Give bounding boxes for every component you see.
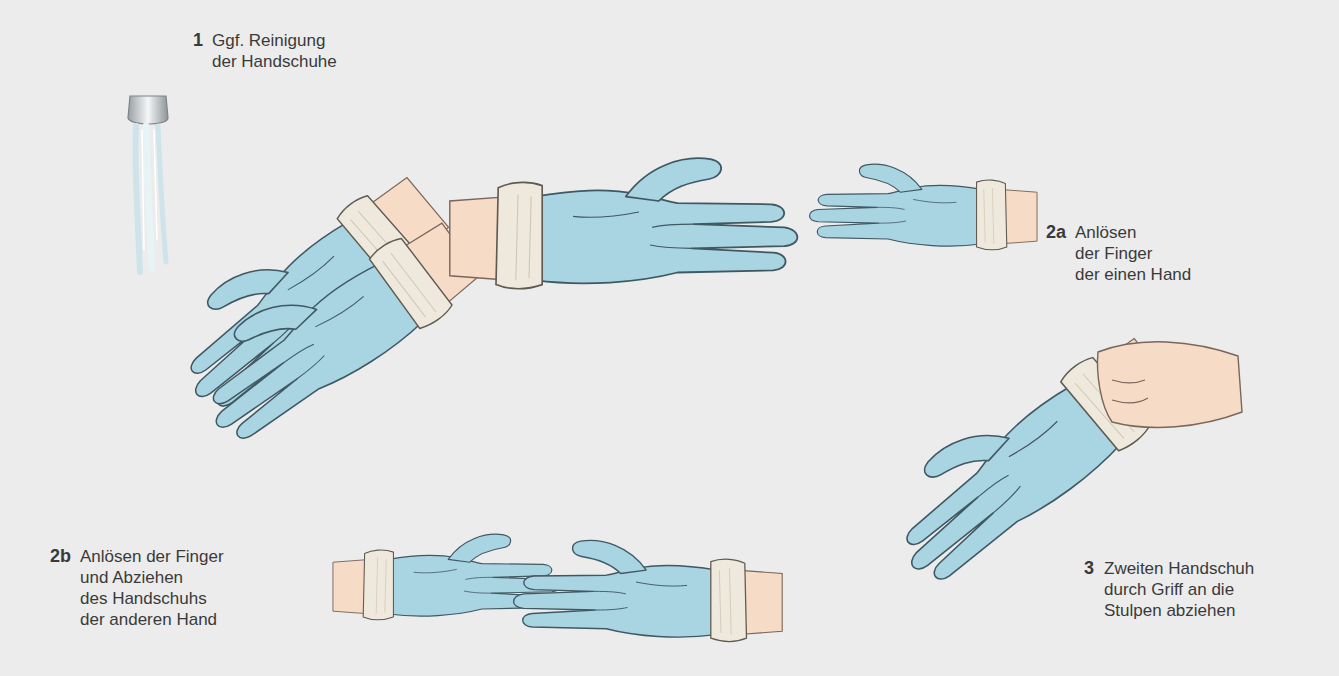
step-2a-scene <box>450 158 1037 288</box>
step-caption: Ggf. Reinigung der Handschuhe <box>212 30 337 72</box>
text-line: Anlösen <box>1075 222 1191 243</box>
finger-lines <box>1112 380 1148 403</box>
callout-number: 2a <box>1046 222 1066 243</box>
text-line: des Handschuhs <box>80 588 224 609</box>
text-line: 2b <box>50 546 71 567</box>
text-line: der anderen Hand <box>80 609 224 630</box>
text-line: und Abziehen <box>80 567 224 588</box>
gloved-hand <box>177 193 486 461</box>
step-3-scene <box>867 309 1242 603</box>
text-line: 2a <box>1046 222 1066 243</box>
bare-hand <box>1098 342 1242 428</box>
step-2b-scene <box>333 534 782 641</box>
gloved-hand <box>450 158 798 288</box>
step-caption: Anlösen der Finger und Abziehen des Hand… <box>80 546 224 630</box>
text-line: Anlösen der Finger <box>80 546 224 567</box>
gloved-hand <box>514 540 783 641</box>
water-stream <box>135 126 166 272</box>
step-caption: Zweiten Handschuh durch Griff an die Stu… <box>1104 558 1254 621</box>
callout-number: 1 <box>193 30 203 51</box>
step-caption: Anlösen der Finger der einen Hand <box>1075 222 1191 285</box>
text-line: der Finger <box>1075 243 1191 264</box>
text-line: Zweiten Handschuh <box>1104 558 1254 579</box>
faucet <box>128 96 168 124</box>
text-line: der Handschuhe <box>212 51 337 72</box>
washing-scene <box>128 96 486 461</box>
text-line: Ggf. Reinigung <box>212 30 337 51</box>
gloved-hand <box>810 164 1038 249</box>
text-line: der einen Hand <box>1075 264 1191 285</box>
callout-number: 3 <box>1084 558 1094 579</box>
text-line: 1 <box>193 30 203 51</box>
text-line: durch Griff an die <box>1104 579 1254 600</box>
callout-number: 2b <box>50 546 71 567</box>
text-line: 3 <box>1084 558 1094 579</box>
text-line: Stulpen abziehen <box>1104 600 1254 621</box>
